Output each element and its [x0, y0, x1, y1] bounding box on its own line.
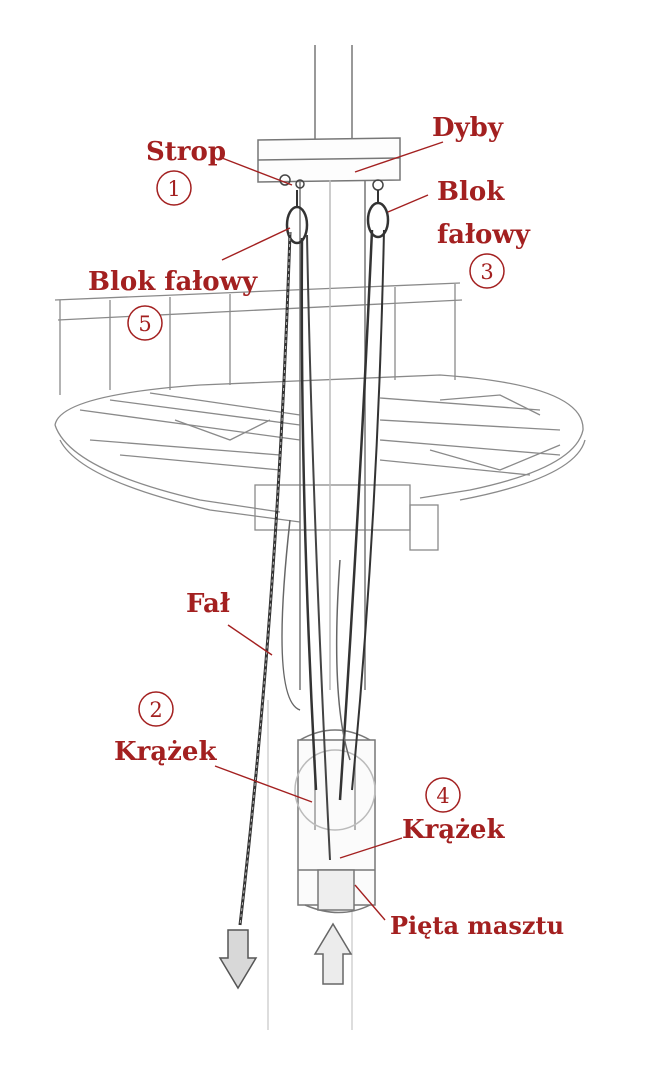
number-2: 2: [138, 691, 174, 727]
rigging: [238, 174, 390, 926]
number-4: 4: [425, 777, 461, 813]
label-blok-falowy-left: Blok fałowy: [88, 267, 258, 297]
arrow-down: [218, 929, 258, 990]
label-krazek-left: Krążek: [114, 737, 217, 767]
svg-text:3: 3: [480, 260, 493, 284]
label-strop: Strop: [146, 137, 226, 167]
svg-text:4: 4: [436, 784, 449, 808]
svg-text:1: 1: [167, 177, 180, 201]
number-1: 1: [156, 170, 192, 206]
svg-text:5: 5: [138, 312, 151, 336]
label-blok-falowy-right-2: fałowy: [437, 220, 531, 250]
label-krazek-right: Krążek: [402, 815, 505, 845]
label-dyby: Dyby: [432, 113, 504, 143]
label-pieta-masztu: Pięta masztu: [390, 911, 564, 940]
arrow-up: [313, 922, 353, 985]
mast: [257, 45, 401, 1030]
number-3: 3: [469, 253, 505, 289]
label-blok-falowy-right-1: Blok: [437, 177, 505, 207]
mast-top-platform: [54, 282, 586, 551]
leader-lines: [214, 141, 444, 921]
label-fal: Fał: [186, 589, 231, 619]
svg-text:2: 2: [149, 698, 162, 722]
number-5: 5: [127, 305, 163, 341]
